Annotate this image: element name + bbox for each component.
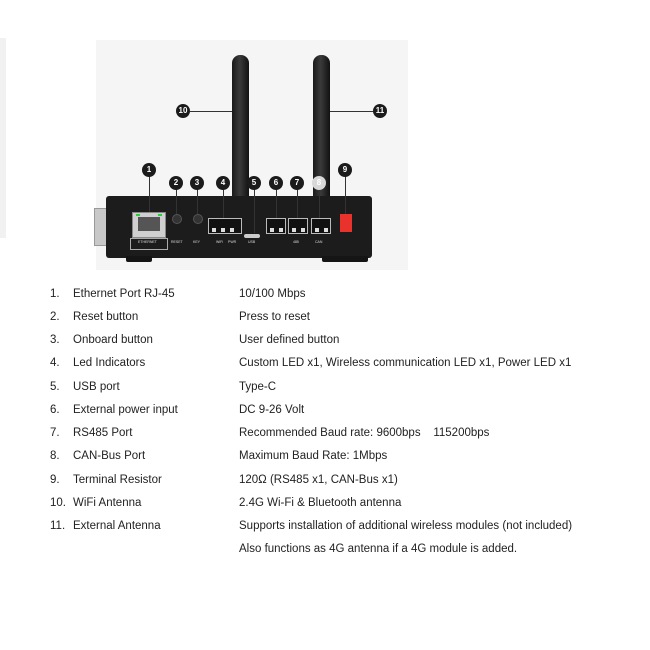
spec-label: Reset button [73, 311, 139, 323]
callout-7: 7 [290, 176, 304, 190]
spec-number: 7. [50, 427, 60, 439]
leader-line-9 [345, 176, 346, 214]
callout-2: 2 [169, 176, 183, 190]
usb-c-port [244, 234, 260, 238]
wifi-antenna [232, 55, 249, 200]
silk-pwr: PWR [228, 240, 237, 244]
silk-usb: USB [248, 240, 256, 244]
callout-10: 10 [176, 104, 190, 118]
leader-line-5 [254, 189, 255, 233]
spec-number: 11. [50, 520, 66, 532]
leader-line-10 [190, 111, 232, 112]
callout-6: 6 [269, 176, 283, 190]
spec-label: RS485 Port [73, 427, 133, 439]
spec-label: USB port [73, 381, 120, 393]
spec-value: Type-C [239, 381, 277, 393]
spec-label: External power input [73, 404, 178, 416]
spec-value: Press to reset [239, 311, 310, 323]
leader-line-4 [223, 189, 224, 218]
spec-value: 120Ω (RS485 x1, CAN-Bus x1) [239, 474, 398, 486]
spec-row-external-antenna: 11. External Antenna Supports installati… [0, 520, 650, 540]
spec-value: Recommended Baud rate: 9600bps 115200bps [239, 427, 490, 439]
spec-number: 4. [50, 357, 60, 369]
callout-3: 3 [190, 176, 204, 190]
leader-line-11 [330, 111, 374, 112]
spec-row-onboard-button: 3. Onboard button User defined button [0, 334, 650, 354]
ethernet-port [132, 212, 166, 238]
spec-row-reset: 2. Reset button Press to reset [0, 311, 650, 331]
spec-row-rs485: 7. RS485 Port Recommended Baud rate: 960… [0, 427, 650, 447]
spec-row-can-bus: 8. CAN-Bus Port Maximum Baud Rate: 1Mbps [0, 450, 650, 470]
silk-key: KEY [193, 240, 201, 244]
silk-box-ethernet [130, 238, 168, 250]
spec-row-external-antenna-note: Also functions as 4G antenna if a 4G mod… [0, 543, 650, 563]
leader-line-6 [276, 189, 277, 218]
spec-number: 8. [50, 450, 60, 462]
device-foot-mid [322, 256, 348, 262]
spec-row-led: 4. Led Indicators Custom LED x1, Wireles… [0, 357, 650, 377]
power-input-terminal [266, 218, 286, 234]
callout-5: 5 [247, 176, 261, 190]
leader-line-3 [197, 189, 198, 214]
external-antenna [313, 55, 330, 200]
spec-label: Onboard button [73, 334, 153, 346]
reset-button-hole [172, 214, 182, 224]
spec-value: 10/100 Mbps [239, 288, 306, 300]
can-bus-terminal [311, 218, 331, 234]
spec-label: External Antenna [73, 520, 161, 532]
silk-reset: RESET [171, 240, 183, 244]
spec-value: Maximum Baud Rate: 1Mbps [239, 450, 388, 462]
device-illustration: 10 11 ETHERNET RESET KEY PWR USB WiFi 48… [0, 0, 650, 275]
spec-row-usb: 5. USB port Type-C [0, 381, 650, 401]
onboard-button-hole [193, 214, 203, 224]
spec-label: WiFi Antenna [73, 497, 142, 509]
callout-8: 8 [312, 176, 326, 190]
spec-value: DC 9-26 Volt [239, 404, 305, 416]
spec-number: 6. [50, 404, 60, 416]
leader-line-2 [176, 189, 177, 214]
spec-label: Ethernet Port RJ-45 [73, 288, 175, 300]
silk-485: 485 [293, 240, 299, 244]
spec-row-power: 6. External power input DC 9-26 Volt [0, 404, 650, 424]
spec-value: Also functions as 4G antenna if a 4G mod… [239, 543, 518, 555]
leader-line-1 [149, 176, 150, 212]
leader-line-8 [319, 189, 320, 218]
spec-label: CAN-Bus Port [73, 450, 146, 462]
spec-value: Supports installation of additional wire… [239, 520, 573, 532]
spec-label: Terminal Resistor [73, 474, 162, 486]
callout-9: 9 [338, 163, 352, 177]
device-foot-right [342, 256, 368, 262]
spec-value: Custom LED x1, Wireless communication LE… [239, 357, 572, 369]
spec-number: 10. [50, 497, 66, 509]
callout-11: 11 [373, 104, 387, 118]
spec-number: 9. [50, 474, 60, 486]
spec-row-ethernet: 1. Ethernet Port RJ-45 10/100 Mbps [0, 288, 650, 308]
spec-number: 3. [50, 334, 60, 346]
rs485-terminal [288, 218, 308, 234]
device-foot-left [126, 256, 152, 262]
spec-value: User defined button [239, 334, 340, 346]
terminal-resistor-switch [340, 214, 352, 232]
spec-number: 2. [50, 311, 60, 323]
spec-row-wifi-antenna: 10. WiFi Antenna 2.4G Wi-Fi & Bluetooth … [0, 497, 650, 517]
callout-4: 4 [216, 176, 230, 190]
spec-row-terminal-resistor: 9. Terminal Resistor 120Ω (RS485 x1, CAN… [0, 474, 650, 494]
ethernet-led-left [136, 214, 140, 216]
spec-number: 5. [50, 381, 60, 393]
silk-can: CAN [315, 240, 323, 244]
background-panel-left [0, 38, 6, 238]
spec-value: 2.4G Wi-Fi & Bluetooth antenna [239, 497, 402, 509]
ethernet-led-right [158, 214, 162, 216]
ethernet-socket [138, 217, 160, 231]
spec-number: 1. [50, 288, 60, 300]
silk-wifi: WiFi [216, 240, 223, 244]
silk-ethernet: ETHERNET [138, 240, 157, 244]
leader-line-7 [297, 189, 298, 218]
spec-label: Led Indicators [73, 357, 146, 369]
callout-1: 1 [142, 163, 156, 177]
led-indicators [208, 218, 242, 234]
